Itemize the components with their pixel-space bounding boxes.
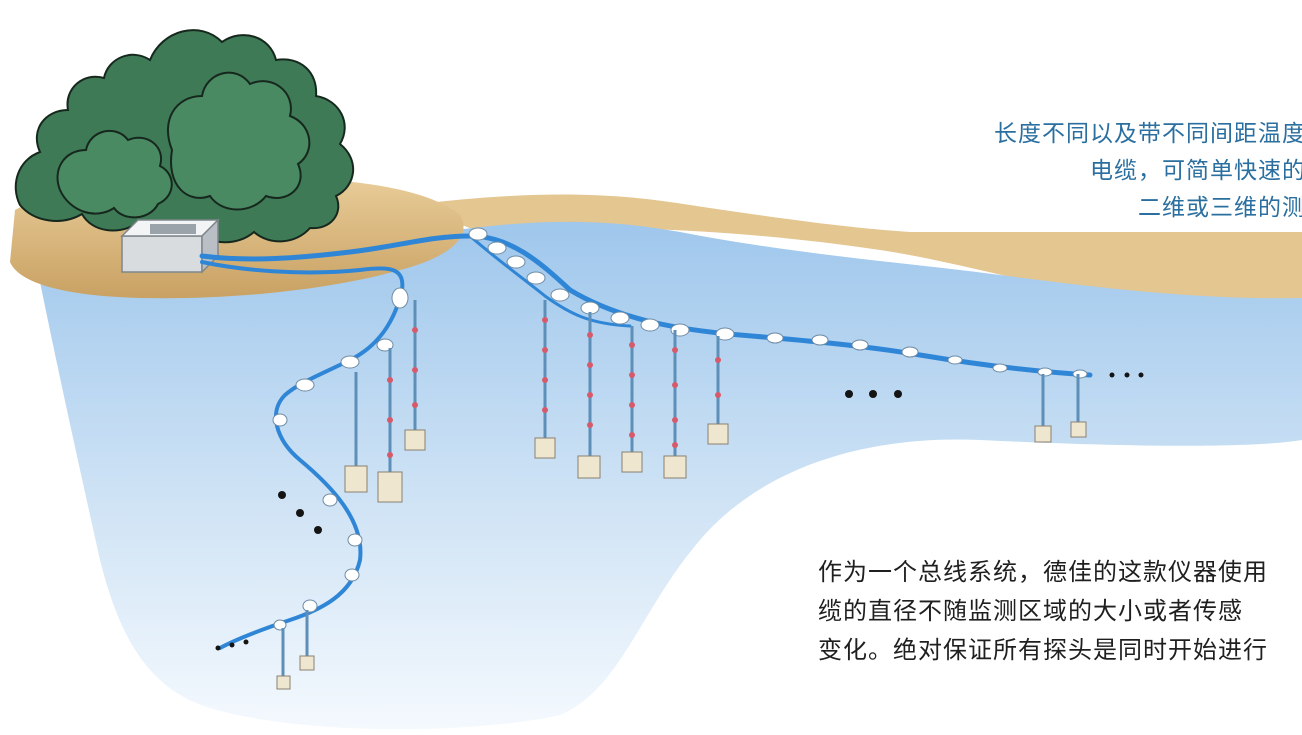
caption-top-line-1: 长度不同以及带不同间距温度 — [994, 121, 1302, 147]
tree-cluster — [14, 29, 355, 244]
continuation-dots — [215, 372, 1144, 651]
caption-top-line-3: 二维或三维的测 — [1138, 195, 1302, 221]
caption-bottom: 作为一个总线系统，德佳的这款仪器使用 缆的直径不随监测区域的大小或者传感 变化。… — [818, 553, 1268, 670]
caption-bottom-line-2: 缆的直径不随监测区域的大小或者传感 — [818, 597, 1243, 625]
caption-top: 长度不同以及带不同间距温度 电缆，可简单快速的 二维或三维的测 — [994, 116, 1302, 227]
caption-bottom-line-1: 作为一个总线系统，德佳的这款仪器使用 — [818, 558, 1268, 586]
caption-bottom-line-3: 变化。绝对保证所有探头是同时开始进行 — [818, 636, 1268, 664]
sensor-beads — [387, 317, 721, 458]
cable-floats — [272, 227, 1088, 631]
anchor-weights — [276, 421, 1087, 690]
caption-top-line-2: 电缆，可简单快速的 — [1090, 158, 1302, 184]
far-shoreline — [410, 194, 1302, 305]
